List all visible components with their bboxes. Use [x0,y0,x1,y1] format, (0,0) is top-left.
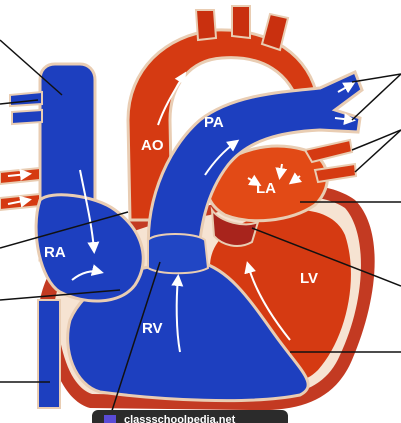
arrow-rv [171,274,184,353]
leader-ra-upper [0,211,129,249]
leader-pa-1 [351,73,401,83]
mitral-valve [210,206,260,247]
label-lv: LV [300,270,318,287]
watermark-text: classschoolpedia.net [124,414,236,423]
arrow-svc [79,169,100,254]
arrow-pa [204,139,240,176]
leader-veins [0,99,39,105]
leader-svc [0,39,63,96]
watermark-logo [104,415,116,423]
arrow-la-2 [275,163,288,180]
aorta-branch-1 [194,9,218,42]
pulmonary-valve-base [147,233,210,275]
label-rv: RV [142,320,163,337]
arrow-ao [157,71,187,126]
leader-ra-lower [0,289,121,301]
label-ao: AO [141,137,164,154]
svc-branch-top [9,90,43,108]
label-ra: RA [44,244,66,261]
leader-lines [0,39,401,423]
left-red-vessel-1 [0,166,41,186]
arrow-lv [244,261,291,341]
arrow-ra [71,264,104,281]
label-pa: PA [204,114,224,131]
aorta-branch-3 [260,12,290,52]
leader-pv-1 [351,129,401,151]
leader-pv-2 [354,129,401,173]
arrow-pv-upper [337,82,356,94]
inferior-vena-cava [37,299,61,409]
pulmonary-vein-lower [313,162,358,184]
arrow-pv-lower [334,113,356,126]
arrow-left-red-1 [7,168,32,181]
pulmonary-vein-upper [303,138,354,164]
watermark-bar [92,410,288,423]
label-la: LA [256,180,276,197]
leader-mitral [251,227,401,287]
svc-branch-bottom [11,108,43,126]
arrow-la-3 [288,172,302,185]
leader-rv-valve [107,261,161,423]
pulmonary-artery [146,69,364,264]
aorta-branch-2 [231,5,251,40]
arrow-left-red-2 [7,195,32,208]
arrow-la-1 [247,174,262,187]
leader-pa-2 [351,73,401,121]
flow-arrows [7,71,356,353]
